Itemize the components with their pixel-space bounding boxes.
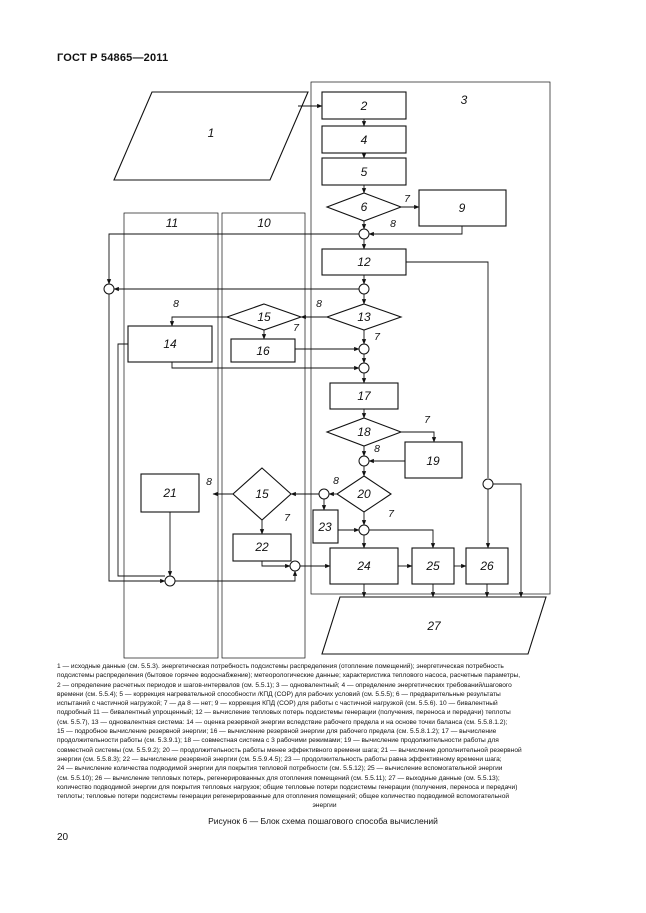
- block-26-label: 26: [479, 559, 494, 573]
- figure-legend: 1 — исходные данные (см. 5.5.3). энергет…: [57, 662, 592, 811]
- branch-13-down: 7: [374, 331, 381, 343]
- block-1-label: 1: [208, 126, 215, 140]
- legend-line: количество подводимой энергии для покрыт…: [57, 783, 518, 791]
- legend-line: теплоты; тепловые потери подсистемы гене…: [57, 793, 510, 801]
- block-16: [230, 338, 296, 363]
- frame-bivalent-detailed: [221, 212, 306, 659]
- block-19-label: 19: [426, 454, 440, 468]
- block-9-label: 9: [459, 201, 466, 215]
- legend-line: энергии (см. 5.5.8.3); 22 — вычисление р…: [57, 755, 502, 763]
- block-9: [418, 189, 507, 227]
- junction-left-top: [103, 283, 115, 295]
- junction-c: [358, 343, 370, 355]
- decision-15-lower-label: 15: [255, 487, 269, 501]
- branch-18-down: 8: [374, 443, 380, 455]
- block-27-label: 27: [426, 619, 442, 633]
- branch-15b-down: 7: [284, 512, 291, 524]
- block-12: [321, 248, 407, 276]
- block-2: [321, 91, 407, 120]
- block-27-output-data: [321, 596, 547, 655]
- block-4: [321, 125, 407, 154]
- block-23-label: 23: [317, 520, 332, 534]
- junction-g: [358, 524, 370, 536]
- block-17: [329, 382, 399, 410]
- block-22-label: 22: [254, 540, 269, 554]
- legend-line: испытаний с частичной нагрузкой; 7 — да …: [57, 700, 498, 708]
- branch-13-left: 8: [316, 298, 322, 310]
- legend-line: подробный 11 — бивалентный упрощенный; 1…: [57, 709, 511, 717]
- block-21: [140, 473, 200, 513]
- block-12-label: 12: [357, 255, 371, 269]
- decision-13-label: 13: [357, 310, 371, 324]
- branch-6-yes: 7: [404, 193, 411, 205]
- branch-15-down: 7: [293, 322, 300, 334]
- decision-18-label: 18: [357, 425, 371, 439]
- junction-f: [318, 488, 330, 500]
- branch-20-down: 7: [388, 508, 395, 520]
- block-23: [312, 509, 339, 544]
- legend-line: продолжительности работы (см. 5.3.9.1); …: [57, 737, 499, 745]
- block-14-label: 14: [163, 337, 177, 351]
- branch-20-left: 8: [333, 475, 339, 487]
- page-number: 20: [57, 832, 69, 843]
- branch-6-no: 8: [390, 218, 396, 230]
- block-5-label: 5: [361, 165, 368, 179]
- block-26: [465, 547, 509, 585]
- legend-line: 24 — вычисление количества подводимой эн…: [57, 765, 503, 773]
- block-16-label: 16: [256, 344, 270, 358]
- junction-i: [289, 560, 301, 572]
- document-header: ГОСТ Р 54865—2011: [57, 52, 169, 64]
- block-19: [404, 441, 463, 479]
- junction-h: [482, 478, 494, 490]
- legend-line: 2 — определение расчетных периодов и шаг…: [57, 681, 512, 689]
- legend-line: совместной системы (см. 5.5.9.2); 20 — п…: [57, 746, 522, 754]
- block-24: [329, 547, 399, 585]
- junction-j: [164, 575, 176, 587]
- block-14: [127, 325, 213, 363]
- junction-e: [358, 455, 370, 467]
- decision-6-label: 6: [361, 200, 368, 214]
- decision-20-label: 20: [356, 487, 371, 501]
- block-4-label: 4: [361, 133, 368, 147]
- decision-15-upper-label: 15: [257, 310, 271, 324]
- junction-d: [358, 362, 370, 374]
- legend-line: 1 — исходные данные (см. 5.5.3). энергет…: [57, 663, 504, 670]
- block-24-label: 24: [356, 559, 371, 573]
- frame-bivalent-simplified: [123, 212, 219, 659]
- figure-title: Рисунок 6 — Блок схема пошагового способ…: [208, 816, 438, 826]
- label-10: 10: [257, 216, 271, 230]
- branch-15-left: 8: [173, 298, 179, 310]
- label-11: 11: [166, 216, 178, 230]
- block-21-label: 21: [162, 486, 176, 500]
- branch-18-right: 7: [424, 414, 431, 426]
- junction-b: [358, 283, 370, 295]
- legend-line: (см. 5.5.7), 13 — одновалентная система:…: [57, 718, 508, 726]
- block-17-label: 17: [357, 389, 372, 403]
- branch-15b-left: 8: [206, 476, 212, 488]
- block-1-input-data: [113, 91, 309, 181]
- legend-line: времени (см. 5.5.4); 5 — коррекция нагре…: [57, 690, 501, 698]
- legend-line: (см. 5.5.10); 26 — вычисление тепловых п…: [57, 774, 500, 782]
- label-3: 3: [461, 93, 468, 107]
- legend-line: подсистемы распределения (бытовое горяче…: [57, 672, 521, 680]
- block-2-label: 2: [360, 99, 368, 113]
- legend-line: энергии: [312, 802, 337, 810]
- flowchart: 3 11 10 1 2 4 5 6 7 9 8 12 13 8 7 15 8 7: [103, 81, 551, 659]
- frame-monovalent: [310, 81, 551, 595]
- legend-line: 15 — подробное вычисление резервной энер…: [57, 728, 497, 736]
- block-25: [411, 547, 455, 585]
- junction-a: [358, 228, 370, 240]
- block-25-label: 25: [425, 559, 440, 573]
